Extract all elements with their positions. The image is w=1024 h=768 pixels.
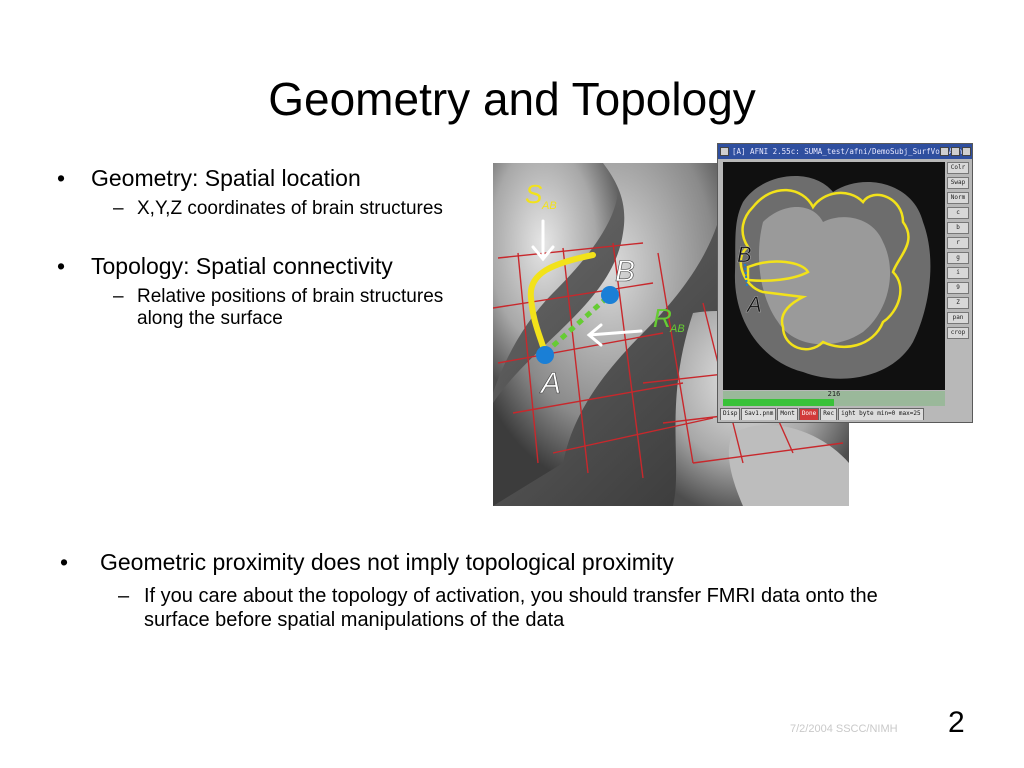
side-button[interactable]: Colr: [947, 162, 969, 174]
arrow-icons: [531, 219, 643, 347]
slide-title: Geometry and Topology: [268, 73, 756, 125]
bullet-topology: Topology: Spatial connectivity: [55, 252, 485, 280]
side-button[interactable]: pan: [947, 312, 969, 324]
afni-label-a: A: [745, 292, 762, 317]
window-menu-icon[interactable]: [720, 147, 729, 156]
bullet-proximity: Geometric proximity does not imply topol…: [56, 548, 986, 576]
slider-fill: [723, 399, 834, 406]
afni-window: [A] AFNI 2.55c: SUMA_test/afni/DemoSubj_…: [717, 143, 973, 423]
page-number: 2: [948, 706, 965, 739]
euclidean-path-r: [543, 293, 612, 355]
side-button[interactable]: Norm: [947, 192, 969, 204]
subbullet-relative: Relative positions of brain structures a…: [55, 286, 467, 330]
side-button[interactable]: i: [947, 267, 969, 279]
label-r-sub: AB: [669, 323, 685, 335]
footer-date: 7/2/2004 SSCC/NIMH: [790, 723, 898, 735]
side-button[interactable]: 9: [947, 282, 969, 294]
disp-button[interactable]: Disp: [720, 408, 741, 420]
side-button[interactable]: crop: [947, 327, 969, 339]
point-a: [536, 346, 554, 364]
bottom-bullet-list: Geometric proximity does not imply topol…: [56, 548, 986, 632]
label-r: R: [653, 303, 672, 333]
label-b: B: [615, 255, 635, 288]
subbullet-xyz: X,Y,Z coordinates of brain structures: [55, 198, 467, 220]
side-button[interactable]: b: [947, 222, 969, 234]
afni-label-b: B: [737, 242, 752, 267]
bullet-geometry: Geometry: Spatial location: [55, 164, 485, 192]
side-button[interactable]: r: [947, 237, 969, 249]
afni-side-buttons: Colr Swap Norm c b r g i 9 Z pan crop: [947, 162, 969, 342]
side-button[interactable]: c: [947, 207, 969, 219]
close-icon[interactable]: [962, 147, 971, 156]
surface-path-s: [527, 252, 596, 356]
side-button[interactable]: Z: [947, 297, 969, 309]
label-a: A: [539, 367, 561, 400]
slice-slider[interactable]: 216: [723, 390, 945, 406]
subbullet-transfer: If you care about the topology of activa…: [56, 584, 944, 632]
maximize-icon[interactable]: [951, 147, 960, 156]
afni-title: [A] AFNI 2.55c: SUMA_test/afni/DemoSubj_…: [718, 144, 972, 159]
done-button[interactable]: Done: [798, 408, 820, 420]
side-button[interactable]: g: [947, 252, 969, 264]
mont-button[interactable]: Mont: [777, 408, 798, 420]
label-s: S: [525, 179, 543, 209]
mri-slice-view[interactable]: B A: [723, 162, 945, 390]
top-bullet-list: Geometry: Spatial location X,Y,Z coordin…: [55, 164, 485, 330]
label-s-sub: AB: [541, 200, 557, 212]
slider-value: 216: [827, 390, 841, 398]
point-b: [601, 286, 619, 304]
side-button[interactable]: Swap: [947, 177, 969, 189]
rec-button[interactable]: Rec: [820, 408, 838, 420]
minimize-icon[interactable]: [940, 147, 949, 156]
save-button[interactable]: Sav1.pnm: [741, 408, 777, 420]
range-readout: ight byte min=0 max=25: [838, 408, 924, 420]
